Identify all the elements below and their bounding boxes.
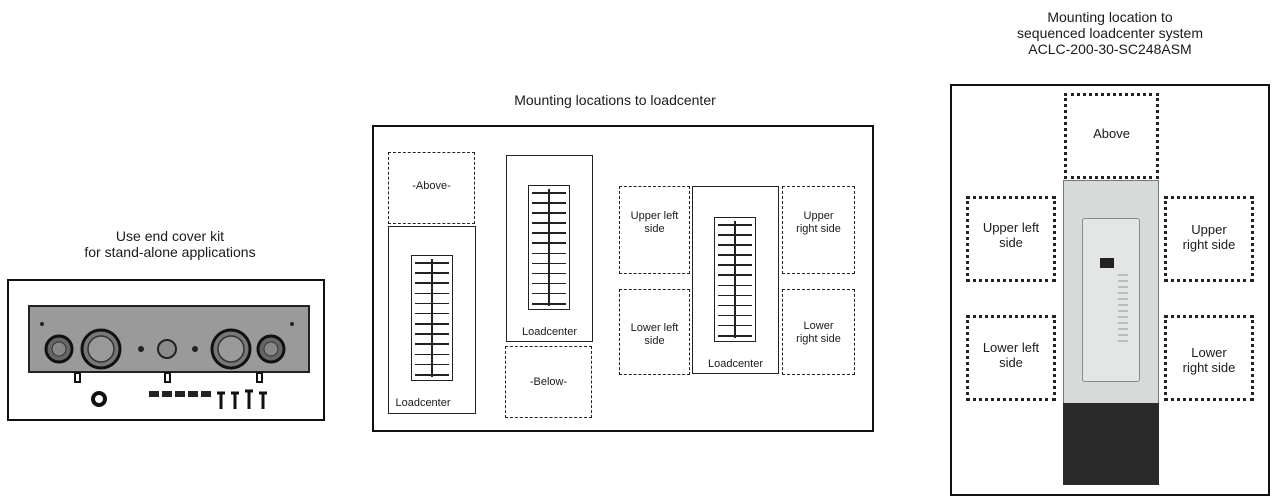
seq-lower-right-line1: Lower bbox=[1191, 345, 1227, 360]
lower-left-side-label: Lower left side bbox=[619, 322, 690, 348]
loadcenter-left-label: Loadcenter bbox=[395, 397, 451, 409]
seq-above-box bbox=[1064, 93, 1159, 179]
breaker-rung bbox=[415, 333, 449, 335]
breaker-rung bbox=[415, 292, 449, 295]
upper-left-side-label: Upper left side bbox=[619, 210, 690, 236]
end-cover-caption: Use end cover kit for stand-alone applic… bbox=[40, 228, 300, 260]
above-location-label: -Above- bbox=[412, 180, 451, 192]
breaker-rung bbox=[532, 303, 566, 305]
breaker-rung bbox=[718, 335, 752, 337]
seq-lower-right-side-label: Lower right side bbox=[1164, 345, 1254, 375]
breaker-rung bbox=[718, 234, 752, 236]
seq-upper-right-line2: right side bbox=[1182, 237, 1236, 252]
loadcenter-right-label: Loadcenter bbox=[707, 358, 764, 370]
breaker-rung bbox=[415, 353, 449, 356]
breaker-rung bbox=[718, 244, 752, 246]
seq-lower-left-side-label: Lower left side bbox=[966, 340, 1056, 370]
seq-lower-left-line1: Lower left bbox=[982, 340, 1040, 355]
loadcenter-middle-breaker-strip bbox=[528, 185, 570, 310]
below-location-label: -Below- bbox=[529, 376, 568, 388]
breaker-rung bbox=[718, 324, 752, 327]
breaker-rung bbox=[532, 222, 566, 224]
loadcenter-middle-label: Loadcenter bbox=[521, 326, 578, 338]
seq-lower-right-line2: right side bbox=[1182, 360, 1236, 375]
lower-right-side-line2: right side bbox=[796, 333, 841, 345]
loadcenter-middle bbox=[506, 155, 593, 342]
upper-left-side-box bbox=[619, 186, 690, 274]
upper-right-side-box bbox=[782, 186, 855, 274]
breaker-rung bbox=[415, 343, 449, 345]
main-breaker bbox=[1100, 258, 1114, 268]
lower-left-side-box bbox=[619, 289, 690, 375]
loadcenter-diagram-frame bbox=[372, 125, 874, 432]
breaker-rung bbox=[415, 312, 449, 315]
breaker-rung bbox=[532, 252, 566, 255]
sequenced-system-caption: Mounting location to sequenced loadcente… bbox=[960, 9, 1260, 57]
lower-right-side-label: Lower right side bbox=[782, 320, 855, 346]
upper-left-side-line1: Upper left bbox=[630, 210, 679, 222]
breaker-rung bbox=[532, 192, 566, 194]
breaker-rung bbox=[532, 242, 566, 244]
seq-lower-right-side-box bbox=[1164, 315, 1254, 401]
seq-upper-right-line1: Upper bbox=[1191, 222, 1227, 237]
sequenced-caption-line2: sequenced loadcenter system bbox=[1017, 25, 1203, 41]
end-cover-kit-frame bbox=[7, 279, 325, 421]
breaker-rung bbox=[532, 202, 566, 204]
breaker-slots bbox=[1118, 270, 1128, 344]
breaker-rung bbox=[532, 232, 566, 234]
below-location-box bbox=[505, 346, 592, 418]
seq-lower-left-line2: side bbox=[999, 355, 1023, 370]
breaker-rung bbox=[415, 262, 449, 264]
loadcenter-right bbox=[692, 186, 779, 374]
breaker-rung bbox=[415, 323, 449, 325]
upper-right-side-label: Upper right side bbox=[782, 210, 855, 236]
end-cover-kit-image bbox=[28, 305, 310, 409]
breaker-rung bbox=[532, 212, 566, 214]
lower-right-side-line1: Lower bbox=[803, 320, 834, 332]
upper-right-side-line2: right side bbox=[796, 223, 841, 235]
breaker-rung bbox=[718, 264, 752, 266]
breaker-rung bbox=[532, 262, 566, 265]
breaker-rung bbox=[718, 284, 752, 287]
breaker-rung bbox=[532, 272, 566, 275]
seq-above-label: Above bbox=[1093, 126, 1130, 141]
loadcenter-base-enclosure bbox=[1063, 403, 1159, 485]
loadcenter-locations-caption: Mounting locations to loadcenter bbox=[514, 92, 716, 108]
loadcenter-deadfront-panel bbox=[1082, 218, 1140, 382]
breaker-rung bbox=[718, 294, 752, 297]
seq-upper-right-side-label: Upper right side bbox=[1164, 222, 1254, 252]
loadcenter-left bbox=[388, 226, 476, 414]
seq-upper-left-line1: Upper left bbox=[982, 220, 1040, 235]
seq-upper-left-line2: side bbox=[999, 235, 1023, 250]
breaker-rung bbox=[718, 224, 752, 226]
breaker-rung bbox=[415, 282, 449, 284]
seq-upper-left-side-label: Upper left side bbox=[966, 220, 1056, 250]
sequenced-system-frame bbox=[950, 84, 1270, 496]
lower-left-side-line1: Lower left bbox=[630, 322, 679, 334]
sequenced-caption-line1: Mounting location to bbox=[1047, 9, 1173, 25]
breaker-rung bbox=[718, 254, 752, 256]
sequenced-caption-line3: ACLC-200-30-SC248ASM bbox=[1028, 41, 1192, 57]
upper-left-side-line2: side bbox=[644, 223, 665, 235]
breaker-rung bbox=[718, 314, 752, 317]
seq-upper-right-side-box bbox=[1164, 196, 1254, 282]
above-location-box bbox=[388, 152, 475, 224]
breaker-rung bbox=[415, 374, 449, 376]
seq-lower-left-side-box bbox=[966, 315, 1056, 401]
end-cover-caption-line1: Use end cover kit bbox=[115, 228, 225, 244]
upper-right-side-line1: Upper bbox=[803, 210, 834, 222]
seq-upper-left-side-box bbox=[966, 196, 1056, 282]
end-cover-caption-line2: for stand-alone applications bbox=[84, 244, 256, 260]
breaker-rung bbox=[718, 274, 752, 276]
loadcenter-right-breaker-strip bbox=[714, 217, 756, 342]
breaker-rung bbox=[532, 282, 566, 285]
lower-right-side-box bbox=[782, 289, 855, 375]
loadcenter-left-breaker-strip bbox=[411, 255, 453, 381]
breaker-rung bbox=[532, 292, 566, 295]
breaker-rung bbox=[718, 304, 752, 307]
breaker-rung bbox=[415, 302, 449, 305]
breaker-rung bbox=[415, 272, 449, 274]
breaker-rung bbox=[415, 363, 449, 366]
lower-left-side-line2: side bbox=[644, 335, 665, 347]
